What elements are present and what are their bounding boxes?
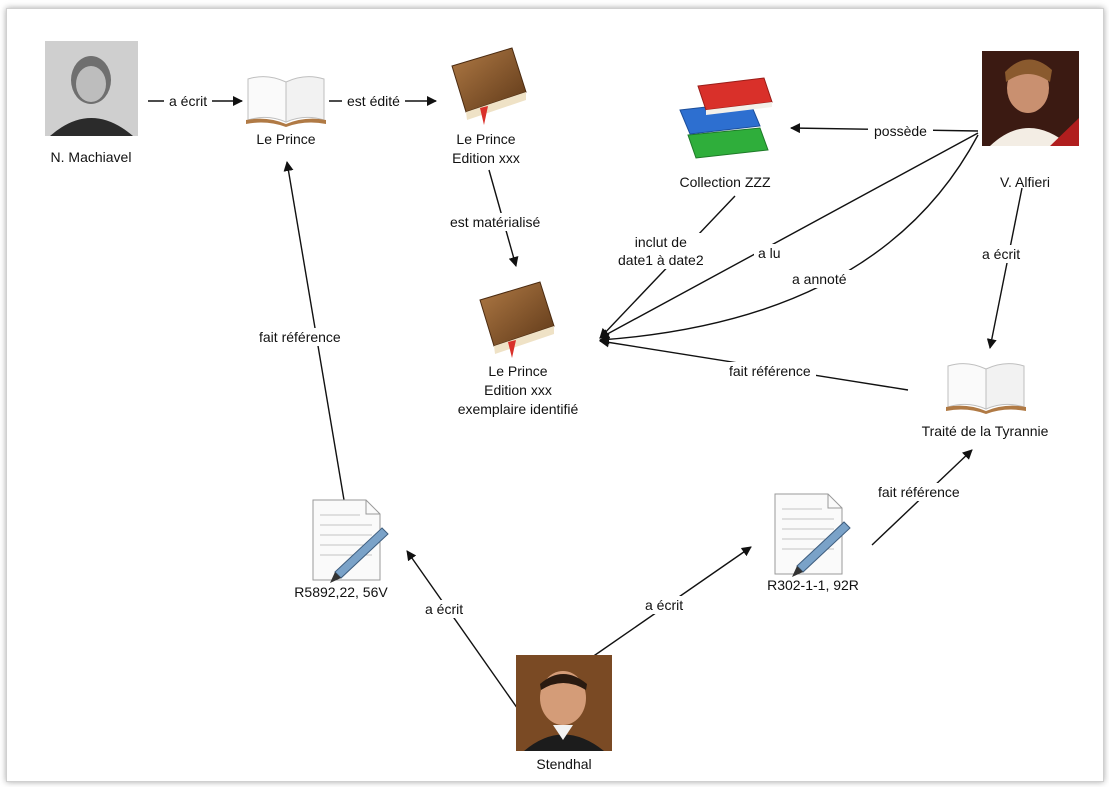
edge-alfieri-exemplaire-lu — [599, 132, 979, 339]
edge-label-a-ecrit-r302: a écrit — [640, 596, 689, 614]
node-label-line: Edition xxx — [452, 150, 520, 166]
edge-alfieri-traite — [986, 187, 1023, 349]
edge-label-a-ecrit: a écrit — [164, 92, 213, 110]
edge-label-est-edite: est édité — [342, 92, 405, 110]
node-label-collection: Collection ZZZ — [679, 174, 771, 190]
edge-label-inclut: inclut de date1 à date2 — [614, 233, 708, 269]
closed-book-icon — [451, 47, 527, 125]
node-label-traite: Traité de la Tyrannie — [921, 423, 1049, 439]
edge-label-est-materialise: est matérialisé — [446, 213, 545, 231]
node-label-r5892: R5892,22, 56V — [294, 584, 388, 600]
node-label-le-prince: Le Prince — [256, 131, 316, 147]
edge-label-line: inclut de — [634, 234, 687, 250]
open-book-icon — [946, 363, 1026, 414]
node-label-exemplaire: Le Prince Edition xxx exemplaire identif… — [428, 362, 608, 419]
edge-label-fait-reference-traite: fait référence — [724, 362, 816, 380]
node-label-alfieri: V. Alfieri — [999, 174, 1051, 190]
edge-label-possede: possède — [868, 122, 933, 140]
node-label-line: exemplaire identifié — [457, 401, 579, 417]
portrait-icon — [45, 41, 138, 136]
edge-label-line: date1 à date2 — [618, 252, 704, 268]
node-label-machiavel: N. Machiavel — [50, 149, 132, 165]
edge-label-fait-reference-r302: fait référence — [874, 483, 964, 501]
node-label-line: Edition xxx — [484, 382, 552, 398]
node-label-line: Le Prince — [456, 131, 516, 147]
book-stack-icon — [679, 77, 773, 159]
edge-label-a-ecrit-alfieri: a écrit — [978, 245, 1025, 263]
node-label-line: Le Prince — [488, 363, 548, 379]
edge-label-a-annote: a annoté — [788, 270, 851, 288]
portrait-icon — [516, 655, 612, 751]
edge-label-a-lu: a lu — [754, 244, 785, 262]
open-book-icon — [246, 76, 326, 127]
node-label-edition: Le Prince Edition xxx — [426, 130, 546, 168]
edge-stendhal-r5892 — [406, 550, 521, 713]
document-pen-icon — [774, 493, 851, 577]
closed-book-icon — [479, 281, 555, 358]
edge-label-a-ecrit-r5892: a écrit — [420, 600, 469, 618]
portrait-icon — [982, 51, 1079, 146]
edge-label-fait-reference-prince: fait référence — [254, 328, 346, 346]
document-pen-icon — [312, 499, 389, 583]
node-label-r302: R302-1-1, 92R — [767, 577, 859, 593]
node-label-stendhal: Stendhal — [536, 756, 592, 772]
